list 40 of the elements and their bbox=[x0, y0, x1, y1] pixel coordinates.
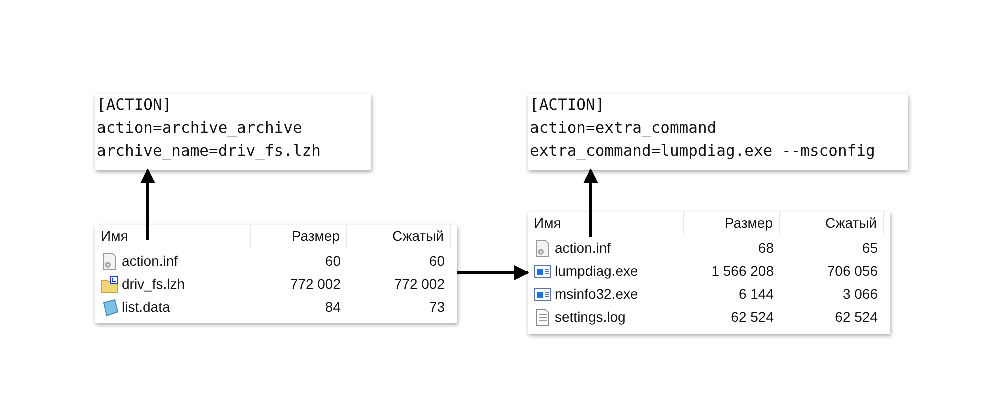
config-line: archive_name=driv_fs.lzh bbox=[96, 141, 321, 162]
arrow bbox=[457, 266, 530, 280]
file-list-table bbox=[95, 225, 457, 323]
file-name: lumpdiag.exe bbox=[555, 262, 638, 281]
file-name: msinfo32.exe bbox=[555, 285, 638, 304]
file-size: 62 524 bbox=[835, 308, 878, 327]
file-name: action.inf bbox=[122, 252, 178, 271]
column-header: Имя bbox=[101, 227, 128, 246]
file-size: 68 bbox=[758, 239, 774, 258]
file-size: 772 002 bbox=[394, 275, 445, 294]
file-size: 60 bbox=[325, 252, 341, 271]
config-line: [ACTION] bbox=[529, 95, 605, 116]
column-header: Размер bbox=[724, 214, 773, 233]
file-size: 6 144 bbox=[738, 285, 774, 304]
file-size: 73 bbox=[429, 298, 445, 317]
file-size: 1 566 208 bbox=[712, 262, 774, 281]
config-snippet bbox=[528, 94, 908, 170]
file-size: 84 bbox=[325, 298, 341, 317]
file-size: 706 056 bbox=[827, 262, 878, 281]
file-size: 60 bbox=[429, 252, 445, 271]
file-size: 772 002 bbox=[290, 275, 341, 294]
file-name: action.inf bbox=[555, 239, 612, 258]
arrow bbox=[584, 168, 598, 237]
column-header: Размер bbox=[292, 227, 340, 246]
file-name: settings.log bbox=[555, 308, 626, 327]
file-size: 3 066 bbox=[842, 285, 878, 304]
file-name: list.data bbox=[122, 298, 170, 317]
column-header: Имя bbox=[534, 214, 562, 233]
arrow bbox=[140, 168, 156, 240]
file-size: 62 524 bbox=[731, 308, 774, 327]
config-line: action=extra_command bbox=[529, 118, 717, 139]
file-list-table bbox=[528, 212, 890, 334]
config-line: extra_command=lumpdiag.exe --msconfig bbox=[529, 141, 876, 162]
config-line: [ACTION] bbox=[96, 95, 172, 116]
config-snippet bbox=[95, 94, 371, 170]
config-line: action=archive_archive bbox=[96, 118, 302, 139]
file-name: driv_fs.lzh bbox=[122, 275, 186, 294]
file-size: 65 bbox=[862, 239, 878, 258]
column-header: Сжатый bbox=[392, 227, 444, 246]
column-header: Сжатый bbox=[825, 214, 877, 233]
